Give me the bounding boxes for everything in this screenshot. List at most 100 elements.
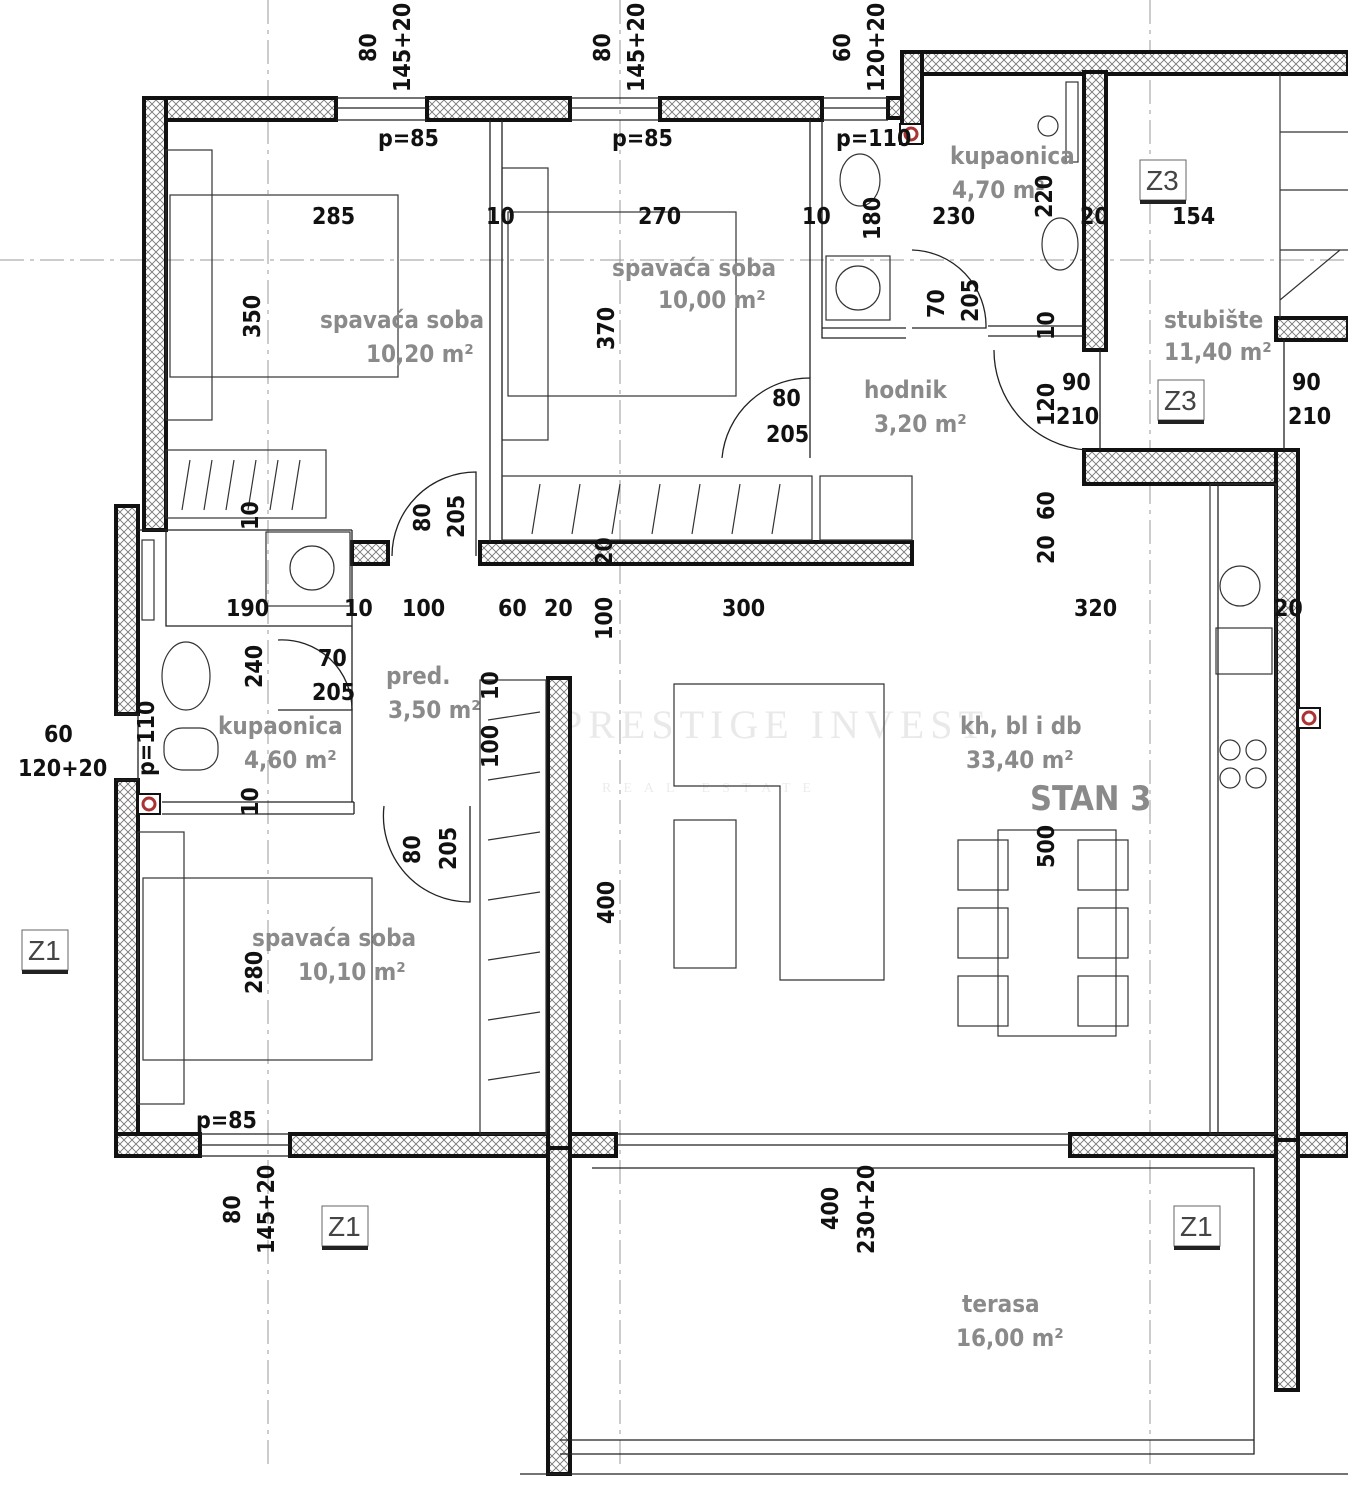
dim-350: 350 [240,295,266,338]
dim-p85-c: p=85 [196,1108,257,1134]
svg-text:Z3: Z3 [1146,165,1179,196]
dim-220: 220 [1032,175,1058,218]
dim-p110-top: p=110 [836,126,911,152]
room-area-bath-left: 4,60 m² [244,746,337,774]
dim-10-a: 10 [486,204,515,230]
dim-20-d: 20 [592,537,618,566]
section-tag-z1-bottom-right: Z1 [1173,1205,1221,1250]
dim-285: 285 [312,204,355,230]
svg-text:Z3: Z3 [1164,385,1197,416]
dim-205-hall: 205 [766,422,809,448]
dim-p110-left: p=110 [134,701,160,776]
room-name-entry: pred. [386,662,450,690]
dim-300: 300 [722,596,765,622]
dim-145-20-c: 145+20 [254,1165,280,1254]
dim-180: 180 [860,197,886,240]
room-area-stairs: 11,40 m² [1164,338,1272,366]
dim-120: 120 [1034,383,1060,426]
dim-280: 280 [242,951,268,994]
dim-70-entry: 70 [318,646,347,672]
doors [277,249,1087,903]
room-name-bath-left: kupaonica [218,712,343,740]
room-area-bed2: 10,00 m² [658,286,766,314]
room-name-living: kh, bl i db [960,712,1082,740]
room-name-bath-top: kupaonica [950,142,1075,170]
dim-400-b: 400 [818,1187,844,1230]
room-name-terrace: terasa [962,1290,1040,1318]
dim-20-a: 20 [1080,204,1109,230]
dim-90-b: 90 [1292,370,1321,396]
watermark-sub: REAL ESTATE [602,781,823,796]
dim-10-c: 10 [344,596,373,622]
windows [116,97,1348,1475]
dim-10-d: 10 [1034,311,1060,340]
dim-80-b: 80 [590,33,616,62]
dim-10-b: 10 [802,204,831,230]
dim-400-a: 400 [594,881,620,924]
dim-80-a: 80 [356,33,382,62]
dim-370: 370 [594,307,620,350]
dim-60-a: 60 [498,596,527,622]
dim-60-left: 60 [44,722,73,748]
section-tags: Z1 Z1 Z1 Z3 Z3 [21,159,1221,1250]
dim-10-e: 10 [238,501,264,530]
dimension-labels: 285 10 270 10 230 20 154 p=85 p=85 p=110… [18,126,1331,1134]
dimension-labels-vertical: 80 145+20 80 145+20 60 120+20 180 220 35… [134,3,1060,1254]
room-name-bed2: spavaća soba [612,254,776,282]
dim-100-c: 100 [478,725,504,768]
dim-100-a: 100 [402,596,445,622]
room-name-bed1: spavaća soba [320,306,484,334]
dim-190: 190 [226,596,269,622]
axis-lines [0,0,1348,1470]
room-area-terrace: 16,00 m² [956,1324,1064,1352]
svg-text:Z1: Z1 [328,1211,361,1242]
partitions [138,120,1285,1134]
dim-100-b: 100 [592,597,618,640]
dim-205-top: 205 [958,279,984,322]
dim-p85-a: p=85 [378,126,439,152]
dim-230-20: 230+20 [854,1165,880,1254]
room-area-bath-top: 4,70 m² [952,176,1045,204]
dim-60-top: 60 [830,33,856,62]
dim-210-a: 210 [1056,404,1099,430]
dim-320: 320 [1074,596,1117,622]
dim-10-f: 10 [478,671,504,700]
dim-p85-b: p=85 [612,126,673,152]
dim-205-d: 205 [436,827,462,870]
dim-90-a: 90 [1062,370,1091,396]
room-name-stairs: stubište [1164,306,1263,334]
watermark-brand: PRESTIGE INVEST [560,702,989,747]
section-tag-z1-left: Z1 [21,929,69,974]
room-area-hall: 3,20 m² [874,410,967,438]
dim-145-20-a: 145+20 [390,3,416,92]
room-name-bed3: spavaća soba [252,924,416,952]
dim-80-c: 80 [410,503,436,532]
room-labels: spavaća soba 10,20 m² spavaća soba 10,00… [218,142,1272,1352]
apartment-label: STAN 3 [1030,779,1151,819]
room-area-entry: 3,50 m² [388,696,481,724]
dim-10-g: 10 [238,787,264,816]
dim-80-e: 80 [220,1195,246,1224]
section-tag-z3-top: Z3 [1139,159,1187,204]
section-tag-z1-bottom-left: Z1 [321,1205,369,1250]
dim-120-20-top: 120+20 [864,3,890,92]
room-area-living: 33,40 m² [966,746,1074,774]
furniture [137,74,1348,1135]
dim-20-e: 20 [1034,535,1060,564]
dim-145-20-b: 145+20 [624,3,650,92]
dim-500: 500 [1034,825,1060,868]
dim-80-hall: 80 [772,386,801,412]
watermark: PRESTIGE INVEST REAL ESTATE [560,702,989,796]
svg-text:Z1: Z1 [1180,1211,1213,1242]
dim-20-b: 20 [544,596,573,622]
room-area-bed1: 10,20 m² [366,340,474,368]
chimneys [137,123,1321,815]
dim-120-20-left: 120+20 [18,756,107,782]
dim-205-c: 205 [444,495,470,538]
dim-205-entry: 205 [312,680,355,706]
dim-20-c: 20 [1274,596,1303,622]
svg-text:Z1: Z1 [28,935,61,966]
dim-154: 154 [1172,204,1215,230]
dim-230: 230 [932,204,975,230]
